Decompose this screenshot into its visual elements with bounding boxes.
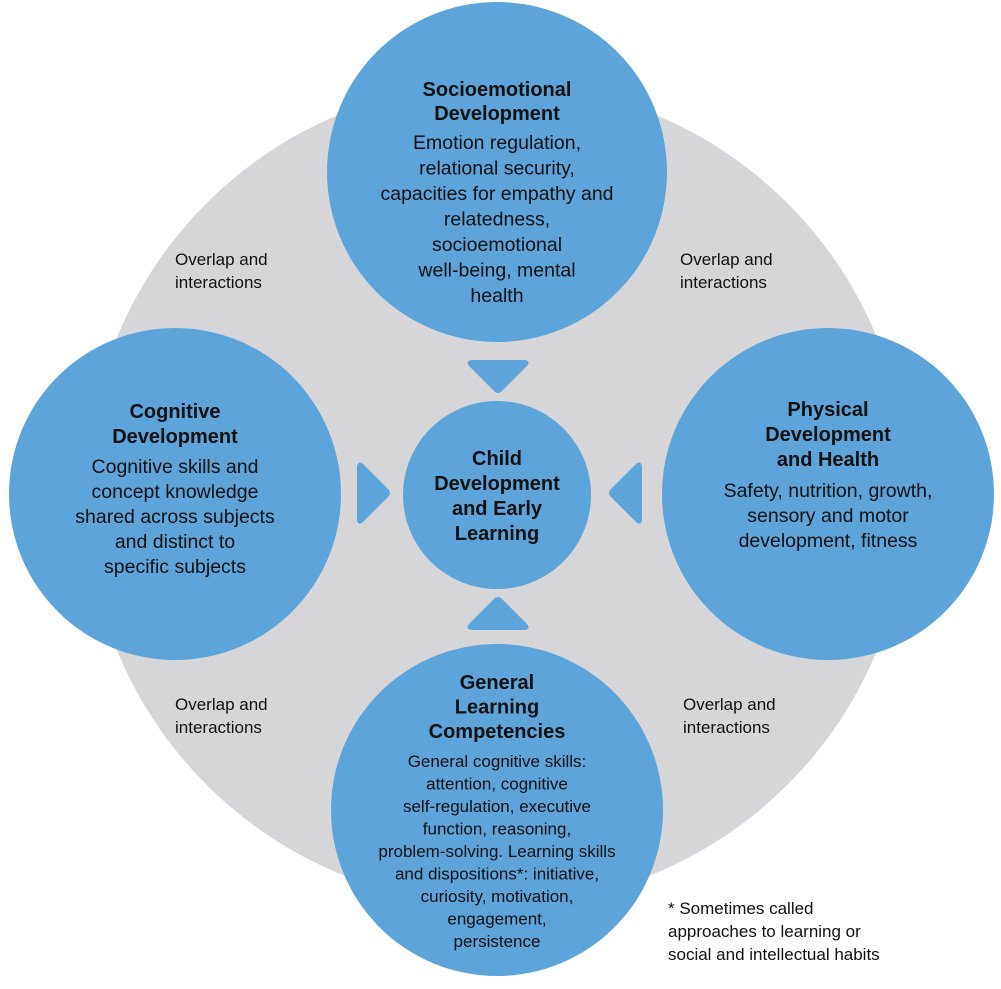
learning-competencies-description: problem-solving. Learning skills xyxy=(378,842,615,861)
arrow-left-icon xyxy=(609,462,642,524)
footnote: * Sometimes called xyxy=(668,899,814,918)
physical-title: and Health xyxy=(777,449,879,471)
cognitive-description: specific subjects xyxy=(104,556,246,578)
learning-competencies-title: Competencies xyxy=(429,721,566,743)
socioemotional-description: Emotion regulation, xyxy=(413,132,581,154)
learning-competencies-description: function, reasoning, xyxy=(423,820,571,839)
cognitive-title: Development xyxy=(112,426,238,448)
overlap-label: interactions xyxy=(175,273,262,292)
overlap-label: Overlap and xyxy=(680,250,773,269)
center-circle xyxy=(403,401,591,589)
cognitive-title: Cognitive xyxy=(129,401,220,423)
socioemotional-description: relational security, xyxy=(419,158,575,180)
overlap-label: interactions xyxy=(683,718,770,737)
cognitive-circle xyxy=(9,328,341,660)
footnote: approaches to learning or xyxy=(668,922,861,941)
arrow-up-icon xyxy=(467,597,529,630)
socioemotional-description: health xyxy=(470,285,523,307)
cognitive-description: concept knowledge xyxy=(92,481,259,503)
overlap-label: interactions xyxy=(680,273,767,292)
socioemotional-circle xyxy=(327,2,667,342)
center-title: Child xyxy=(472,448,522,470)
learning-competencies-title: Learning xyxy=(455,697,539,719)
socioemotional-description: well-being, mental xyxy=(417,260,575,282)
physical-description: development, fitness xyxy=(739,530,918,552)
cognitive-description: Cognitive skills and xyxy=(92,456,259,478)
center-title: and Early xyxy=(452,498,543,520)
socioemotional-description: capacities for empathy and xyxy=(380,183,613,205)
learning-competencies-description: and dispositions*: initiative, xyxy=(395,865,599,884)
learning-competencies-description: curiosity, motivation, xyxy=(421,887,574,906)
socioemotional-title: Socioemotional xyxy=(423,79,572,101)
physical-title: Physical xyxy=(787,399,868,421)
socioemotional-title: Development xyxy=(434,103,560,125)
arrow-right-icon xyxy=(357,462,390,524)
center-title: Development xyxy=(434,473,560,495)
overlap-label: Overlap and xyxy=(175,250,268,269)
center-title: Learning xyxy=(455,523,539,545)
physical-circle xyxy=(662,328,994,660)
learning-competencies-description: engagement, xyxy=(447,910,546,929)
arrow-down-icon xyxy=(467,360,529,393)
cognitive-description: shared across subjects xyxy=(75,506,275,528)
learning-competencies-title: General xyxy=(460,672,534,694)
learning-competencies-circle xyxy=(331,644,663,976)
footnote: social and intellectual habits xyxy=(668,945,880,964)
socioemotional-description: relatedness, xyxy=(444,209,550,231)
physical-title: Development xyxy=(765,424,891,446)
learning-competencies-description: attention, cognitive xyxy=(426,775,568,794)
socioemotional-description: socioemotional xyxy=(432,234,562,256)
overlap-label: Overlap and xyxy=(175,695,268,714)
learning-competencies-description: self-regulation, executive xyxy=(403,797,591,816)
cognitive-description: and distinct to xyxy=(115,531,235,553)
overlap-label: interactions xyxy=(175,718,262,737)
learning-competencies-description: General cognitive skills: xyxy=(408,752,587,771)
overlap-label: Overlap and xyxy=(683,695,776,714)
physical-description: sensory and motor xyxy=(747,505,909,527)
learning-competencies-description: persistence xyxy=(454,932,541,951)
physical-description: Safety, nutrition, growth, xyxy=(724,480,933,502)
